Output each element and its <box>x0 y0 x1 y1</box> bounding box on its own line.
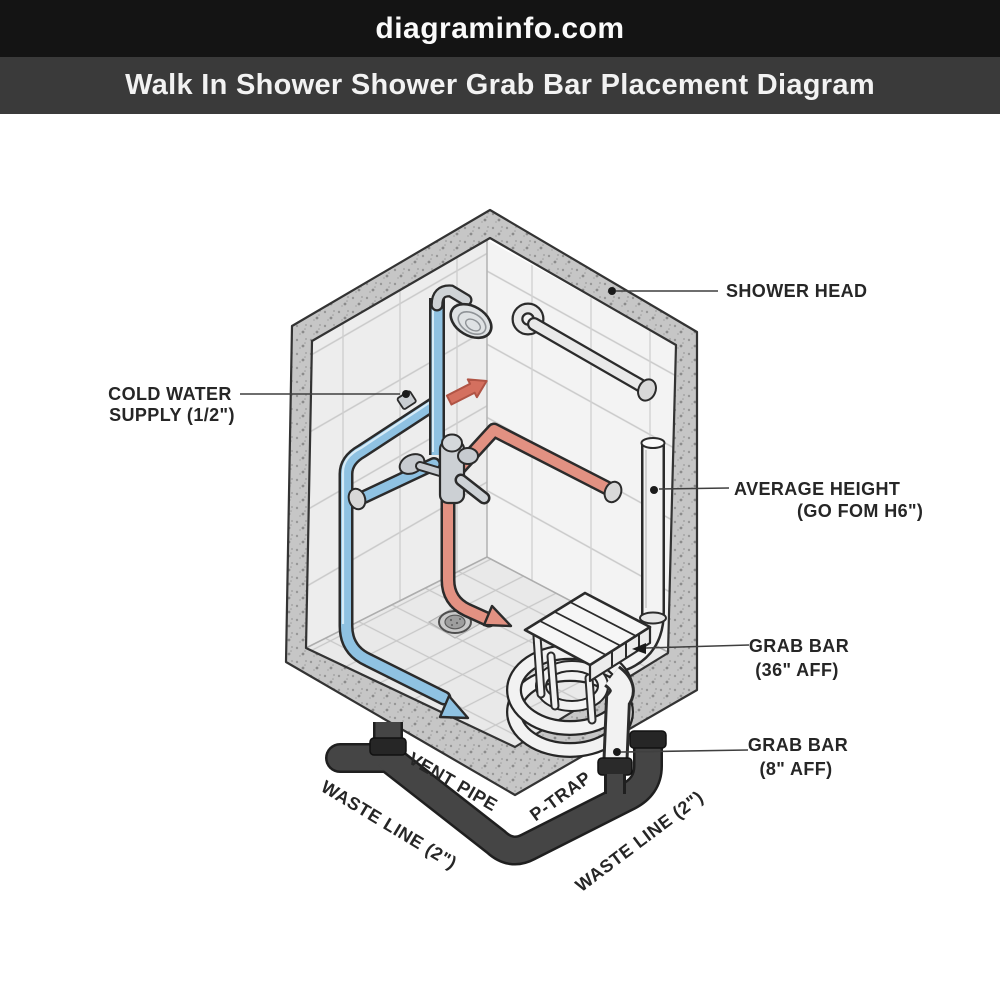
bench-leg-2-fill <box>548 653 558 709</box>
right-wall-tile-lines-v <box>487 240 676 652</box>
label-average-height-2: (GO FOM H6") <box>797 501 923 521</box>
shower-valve <box>398 433 491 505</box>
bench-leg-3-fill <box>586 675 595 723</box>
leader-grab-bar-36 <box>645 644 750 649</box>
dot-grab-bar-8 <box>613 748 621 756</box>
waste-coupling-left <box>369 737 407 756</box>
label-grab-bar-36-1: GRAB BAR <box>749 636 849 656</box>
valve-stem-fill <box>417 463 443 475</box>
valve-lever-fill <box>457 476 488 502</box>
label-grab-bar-8-2: (8" AFF) <box>759 759 832 779</box>
vent-pipe-coupling <box>639 611 667 625</box>
leader-grab-bar-8 <box>620 749 749 753</box>
valve-knob-right <box>457 447 479 465</box>
label-shower-head: SHOWER HEAD <box>726 281 867 301</box>
vent-pipe-cap <box>640 437 666 449</box>
shower-diagram: SHOWER HEAD COLD WATER SUPPLY (1/2") AVE… <box>108 208 923 896</box>
bench-leg-1-fill <box>534 633 544 697</box>
bench-slat-1 <box>539 620 607 656</box>
waste-v-run <box>378 740 661 863</box>
waste-lines <box>325 722 667 866</box>
drain-grate <box>444 614 466 630</box>
drain-pipe-coupling <box>597 757 633 776</box>
leader-average-height <box>658 487 730 490</box>
grab-bar-upper <box>511 302 657 402</box>
site-header-bar: diagraminfo.com <box>0 0 1000 57</box>
cold-pipe-fill <box>341 397 449 703</box>
hot-pipe-down-fill <box>443 487 494 625</box>
valve-knob-top <box>441 433 463 453</box>
label-cold-water-1: COLD WATER <box>108 384 232 404</box>
trap-outlet <box>605 668 632 773</box>
cold-water-pipe <box>338 390 470 720</box>
shower-head-assembly <box>398 284 493 505</box>
dot-shower-head <box>608 287 616 295</box>
stub-flange <box>347 487 367 511</box>
flow-arrow-icon <box>445 378 488 406</box>
cold-flow-arrowhead <box>438 694 470 720</box>
hot-flow-arrowhead <box>482 604 513 628</box>
dot-cold-water <box>402 390 410 398</box>
grab-bar-flange <box>637 378 657 402</box>
cold-pipe-highlight <box>341 398 436 624</box>
waste-coupling-right <box>629 730 667 749</box>
concrete-band <box>284 208 699 797</box>
dot-average-height <box>650 486 658 494</box>
title-bar: Walk In Shower Shower Grab Bar Placement… <box>0 57 1000 114</box>
label-cold-water-2: SUPPLY (1/2") <box>109 405 235 425</box>
floor-drain <box>427 606 485 639</box>
site-header-text: diagraminfo.com <box>375 11 625 45</box>
shower-arm-fill <box>432 286 471 310</box>
bench-slat-2 <box>554 611 622 647</box>
bench-slat-3 <box>569 601 637 637</box>
hot-pipe-flange <box>603 480 623 504</box>
grab-bar-rail-fill <box>529 319 650 393</box>
page-title: Walk In Shower Shower Grab Bar Placement… <box>125 69 875 101</box>
label-average-height-1: AVERAGE HEIGHT <box>734 479 900 499</box>
label-grab-bar-8-1: GRAB BAR <box>748 735 848 755</box>
label-grab-bar-36-2: (36" AFF) <box>755 660 838 680</box>
shower-head-face <box>457 310 487 336</box>
diagram-canvas: SHOWER HEAD COLD WATER SUPPLY (1/2") AVE… <box>0 114 1000 1000</box>
shower-head-face-inner <box>464 318 482 332</box>
arrowhead-grab-bar-36 <box>632 643 646 654</box>
shower-bench <box>523 591 652 725</box>
